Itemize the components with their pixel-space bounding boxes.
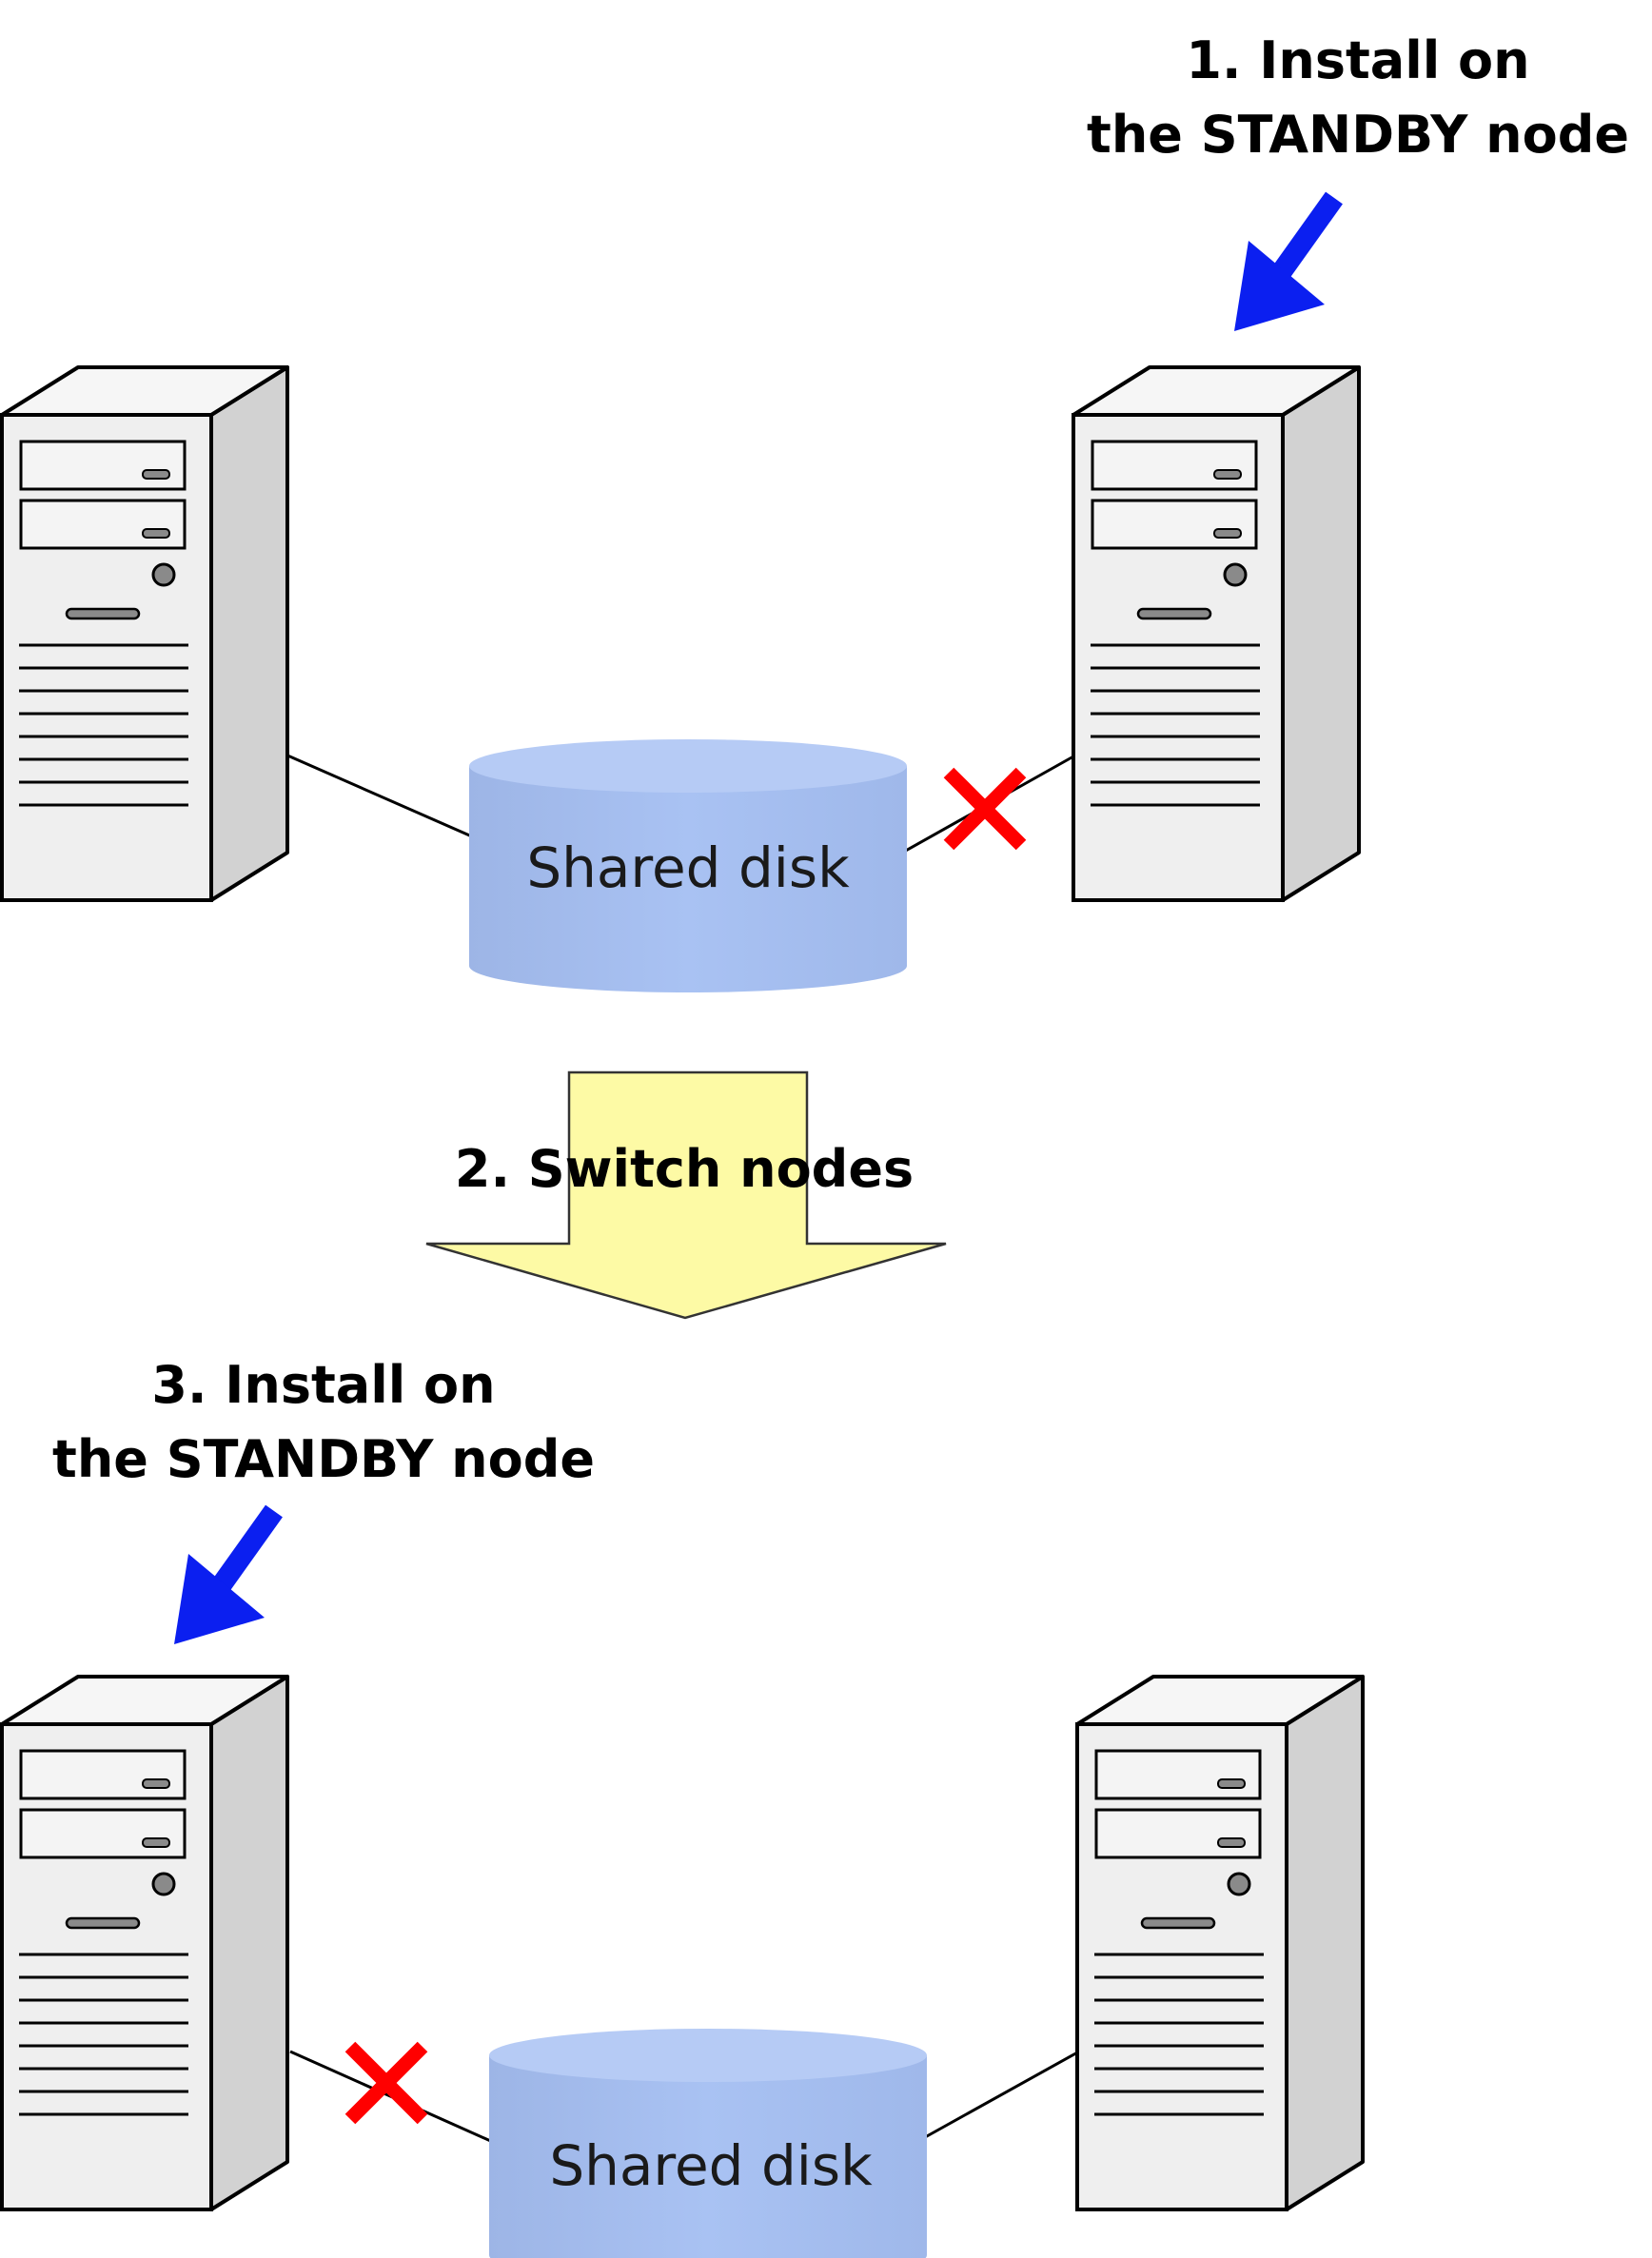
- step1-label-line2: the STANDBY node: [1087, 105, 1629, 165]
- server-primary-bottom-icon: [1075, 1675, 1365, 2211]
- step1-label-line1: 1. Install on: [1186, 30, 1529, 90]
- pointer-step3-arrow-icon: [174, 1511, 274, 1644]
- link-left-top: [285, 753, 475, 839]
- pointer-step1-arrow-icon: [1234, 198, 1334, 331]
- step3-label-line1: 3. Install on: [151, 1355, 495, 1415]
- server-standby-top-icon: [1072, 365, 1361, 902]
- step3-label-line2: the STANDBY node: [52, 1429, 595, 1489]
- disconnect-top-x-mark-icon: [949, 773, 1021, 845]
- shared-disk-bottom-label: Shared disk: [549, 2133, 873, 2198]
- server-primary-top-icon: [0, 365, 289, 902]
- link-right-bottom: [917, 2050, 1080, 2143]
- switch-nodes-down-arrow-icon: [425, 1070, 947, 1320]
- step2-label: 2. Switch nodes: [455, 1139, 914, 1199]
- shared-disk-top-label: Shared disk: [526, 835, 850, 900]
- server-standby-bottom-icon: [0, 1675, 289, 2211]
